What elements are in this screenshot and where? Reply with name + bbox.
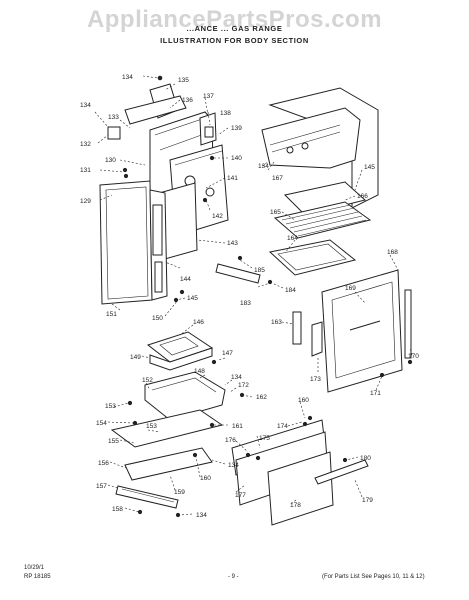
burner-drawer-assembly [110, 331, 245, 518]
part-label: 175 [259, 435, 270, 442]
part-label: 178 [290, 502, 301, 509]
part-label: 173 [310, 376, 321, 383]
part-label: 133 [108, 114, 119, 121]
part-label: 134 [228, 462, 239, 469]
part-label: 170 [408, 353, 419, 360]
part-label: 156 [98, 460, 109, 467]
strip-163 [292, 311, 302, 345]
drawer-body-152 [144, 371, 226, 421]
part-label: 157 [96, 483, 107, 490]
part-label: 136 [182, 97, 193, 104]
hinge-173 [311, 321, 323, 357]
part-label: 161 [232, 423, 243, 430]
parts-list-note: (For Parts List See Pages 10, 11 & 12) [322, 574, 425, 580]
part-label: 167 [272, 175, 283, 182]
part-label: 168 [387, 249, 398, 256]
part-label: 132 [80, 141, 91, 148]
clip-132 [107, 126, 121, 140]
rod-179 [314, 459, 369, 485]
part-labels: 134 135 136 137 138 133 134 132 139 140 … [80, 74, 419, 519]
part-label: 180 [360, 455, 371, 462]
part-label: 174 [277, 423, 288, 430]
part-label: 145 [364, 164, 375, 171]
part-label: 153 [146, 423, 157, 430]
part-label: 130 [105, 157, 116, 164]
diagram-title: ...ANCE ... GAS RANGE [186, 24, 283, 33]
part-label: 137 [203, 93, 214, 100]
part-label: 149 [130, 354, 141, 361]
part-label: 138 [220, 110, 231, 117]
part-label: 171 [370, 390, 381, 397]
part-label: 165 [270, 209, 281, 216]
oven-door-frame [292, 269, 413, 393]
part-label: 134 [80, 102, 91, 109]
part-label: 184 [285, 287, 296, 294]
part-label: 164 [287, 235, 298, 242]
handle-157 [115, 485, 179, 509]
pan-164 [268, 239, 357, 276]
part-label: 177 [235, 492, 246, 499]
part-label: 155 [108, 438, 119, 445]
part-label: 163 [271, 319, 282, 326]
part-label: 134 [122, 74, 133, 81]
part-label: 151 [106, 311, 117, 318]
part-label: 134 [196, 512, 207, 519]
part-label: 153 [105, 403, 116, 410]
part-label: 131 [80, 167, 91, 174]
part-label: 158 [112, 506, 123, 513]
panel-178 [267, 451, 334, 526]
part-label: 143 [227, 240, 238, 247]
part-label: 172 [238, 382, 249, 389]
frame-169 [321, 269, 403, 393]
part-label: 159 [174, 489, 185, 496]
page-number: - 9 - [228, 574, 239, 580]
drawer-front-assembly [231, 415, 369, 526]
part-label: 142 [212, 213, 223, 220]
part-label: 139 [231, 125, 242, 132]
part-label: 140 [231, 155, 242, 162]
part-label: 185 [254, 267, 265, 274]
panel-156 [124, 447, 213, 481]
rack-165 [273, 201, 372, 239]
side-panel-assembly [99, 75, 273, 305]
footer-code-1: 10/29/1 [24, 565, 45, 571]
part-label: 145 [187, 295, 198, 302]
diagram-subtitle: ILLUSTRATION FOR BODY SECTION [160, 36, 309, 45]
watermark: AppliancePartsPros.com [86, 6, 383, 33]
part-label: 148 [194, 368, 205, 375]
part-label: 183 [240, 300, 251, 307]
part-label: 179 [362, 497, 373, 504]
top-cover-assembly [261, 87, 379, 276]
part-label: 146 [193, 319, 204, 326]
part-label: 147 [222, 350, 233, 357]
part-label: 134 [231, 374, 242, 381]
part-label: 150 [152, 315, 163, 322]
part-label: 169 [345, 285, 356, 292]
part-label: 152 [142, 377, 153, 384]
strip-170 [404, 289, 412, 359]
part-label: 141 [227, 175, 238, 182]
leader-lines [94, 75, 413, 516]
part-label: 129 [80, 198, 91, 205]
footer-code-2: RP 18185 [24, 574, 51, 580]
part-label: 176 [225, 437, 236, 444]
part-label: 134 [258, 163, 269, 170]
part-label: 166 [357, 193, 368, 200]
part-label: 154 [96, 420, 107, 427]
part-label: 135 [178, 77, 189, 84]
part-label: 144 [180, 276, 191, 283]
part-label: 160 [298, 397, 309, 404]
strip-183 [215, 263, 261, 284]
part-label: 160 [200, 475, 211, 482]
part-label: 162 [256, 394, 267, 401]
